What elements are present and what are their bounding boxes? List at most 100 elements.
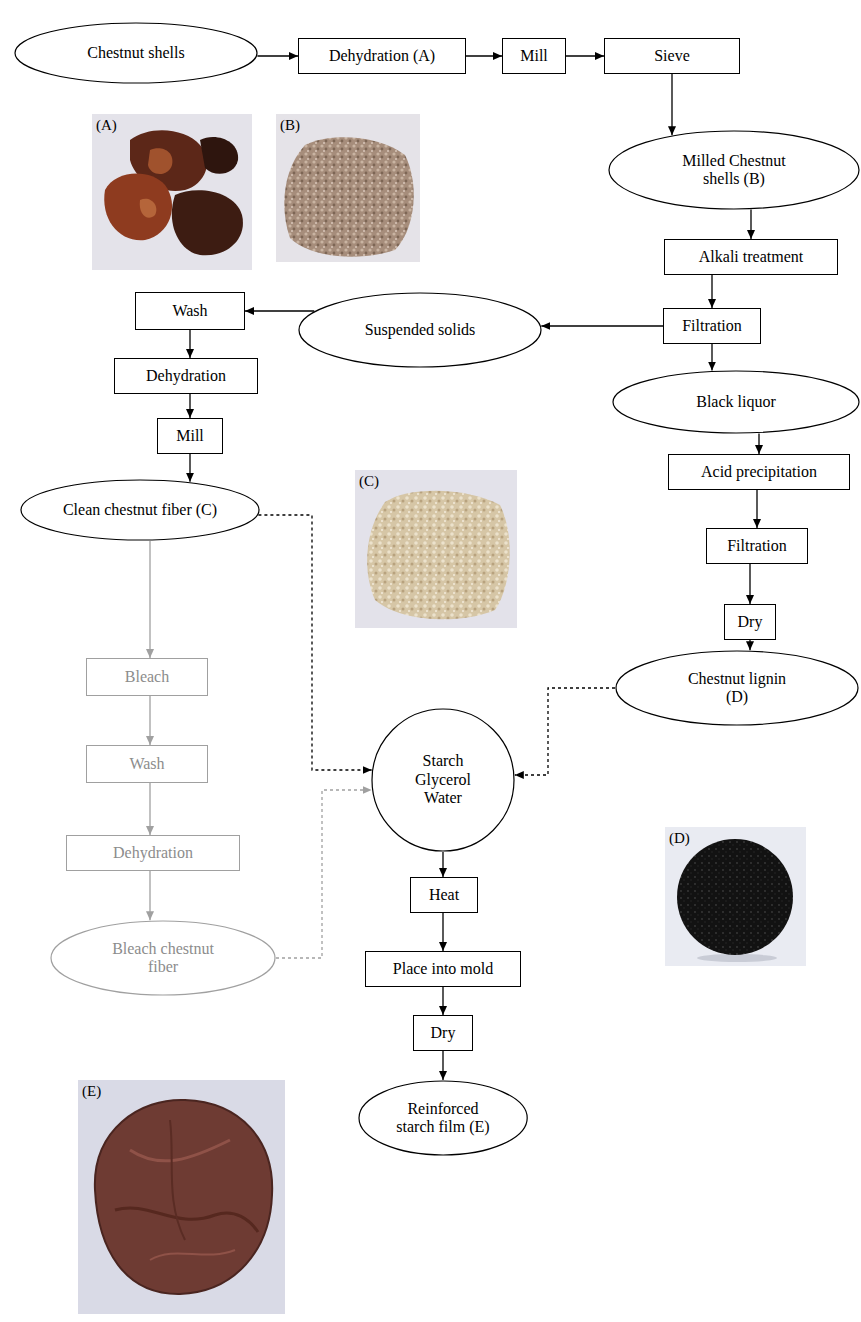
connector-arrow: [711, 275, 712, 308]
process-box: Bleach: [86, 658, 208, 696]
node-text: Wash: [172, 302, 207, 320]
photo-ground: [78, 1080, 285, 1314]
ellipse-outline: [299, 293, 541, 367]
node-text: Place into mold: [393, 960, 493, 978]
connector-arrow: [566, 55, 604, 56]
lignin-disc: [677, 839, 793, 955]
shell-piece: [148, 148, 172, 174]
starch-film: [95, 1100, 272, 1294]
node-text: Black liquor: [696, 393, 776, 411]
shell-piece: [172, 190, 243, 255]
connector-arrow: [189, 394, 190, 418]
node-text: Reinforced starch film (E): [388, 1100, 498, 1137]
ellipse-outline: [21, 480, 259, 540]
process-box: Mill: [502, 38, 566, 74]
node-text: Dry: [431, 1024, 456, 1042]
process-box: Acid precipitation: [668, 454, 850, 490]
process-box: Filtration: [706, 528, 808, 564]
photo-label: (B): [280, 117, 300, 134]
connector-arrow: [149, 696, 150, 745]
connector-arrow: [466, 55, 502, 56]
shell-piece: [104, 174, 172, 241]
connector-arrow: [442, 987, 443, 1015]
node-text: Suspended solids: [365, 321, 476, 339]
node-text: Milled Chestnut shells (B): [669, 152, 799, 189]
node-text: Acid precipitation: [701, 463, 817, 481]
process-box: Wash: [135, 292, 245, 330]
film-wrinkle: [115, 1208, 258, 1232]
material-ellipse: Reinforced starch film (E): [358, 1080, 528, 1156]
film-wrinkle: [150, 1250, 235, 1260]
connector-arrow: [756, 490, 757, 528]
process-box: Mill: [157, 418, 223, 454]
node-text: Chestnut shells: [87, 44, 184, 62]
photo-ground: [276, 114, 420, 262]
ellipse-outline: [359, 1081, 527, 1155]
ellipse-outline: [613, 371, 859, 433]
process-box: Filtration: [663, 308, 761, 344]
connector-arrow: [149, 541, 150, 658]
connector-arrow: [749, 640, 750, 650]
connector-arrow: [442, 852, 443, 877]
connector-arrow: [758, 433, 759, 454]
node-text: Mill: [176, 427, 204, 445]
disc-shadow: [697, 954, 777, 962]
node-text: Bleach chestnut fiber: [103, 940, 223, 977]
process-box: Place into mold: [365, 951, 521, 987]
ellipse-outline: [372, 709, 514, 851]
photo-lignin: [665, 827, 806, 966]
node-text: Clean chestnut fiber (C): [63, 501, 217, 519]
connector-arrow: [189, 454, 190, 482]
material-ellipse: Black liquor: [612, 370, 860, 434]
node-text: Heat: [429, 886, 459, 904]
ellipse-outline: [616, 651, 858, 725]
node-text: Starch Glycerol Water: [415, 752, 471, 807]
connector-arrow: [671, 74, 672, 135]
node-text: Chestnut lignin (D): [677, 670, 797, 707]
connector-arrow: [245, 310, 314, 311]
connector-arrow: [189, 330, 190, 358]
node-text: Sieve: [654, 47, 690, 65]
connector-arrow: [711, 344, 712, 371]
connector-arrow: [149, 783, 150, 835]
material-ellipse: Suspended solids: [298, 292, 542, 368]
node-text: Wash: [129, 755, 164, 773]
connector-arrow: [258, 515, 371, 770]
process-box: Dry: [724, 604, 776, 640]
process-box: Alkali treatment: [664, 239, 838, 275]
photo-shells: [92, 114, 252, 270]
shell-piece: [140, 199, 157, 218]
process-box: Dry: [413, 1015, 473, 1051]
process-box: Dehydration: [66, 835, 240, 871]
film-wrinkle: [170, 1120, 185, 1240]
node-text: Dry: [738, 613, 763, 631]
connector-arrow: [276, 790, 372, 958]
node-text: Dehydration (A): [329, 47, 435, 65]
material-ellipse: Bleach chestnut fiber: [50, 920, 276, 996]
process-box: Sieve: [604, 38, 740, 74]
connector-arrow: [749, 564, 750, 604]
photo-film: [78, 1080, 285, 1314]
connector-arrow: [541, 325, 663, 326]
photo-label: (A): [96, 117, 117, 134]
material-ellipse: Chestnut shells: [14, 22, 258, 84]
connector-arrow: [442, 913, 443, 951]
node-text: Dehydration: [146, 367, 226, 385]
node-text: Mill: [520, 47, 548, 65]
photo-ground: [92, 114, 252, 270]
photo-clean-fiber: [355, 470, 517, 628]
process-box: Wash: [86, 745, 208, 783]
node-text: Bleach: [125, 668, 169, 686]
photo-ground: [355, 470, 517, 628]
material-ellipse: Clean chestnut fiber (C): [20, 479, 260, 541]
photo-ground: [665, 827, 806, 966]
connector-arrow: [442, 1051, 443, 1080]
photo-label: (E): [82, 1083, 101, 1100]
node-text: Filtration: [727, 537, 787, 555]
mixture-circle: Starch Glycerol Water: [371, 708, 515, 852]
material-ellipse: Chestnut lignin (D): [615, 650, 859, 726]
connector-arrow: [515, 688, 615, 775]
material-ellipse: Milled Chestnut shells (B): [608, 130, 860, 210]
